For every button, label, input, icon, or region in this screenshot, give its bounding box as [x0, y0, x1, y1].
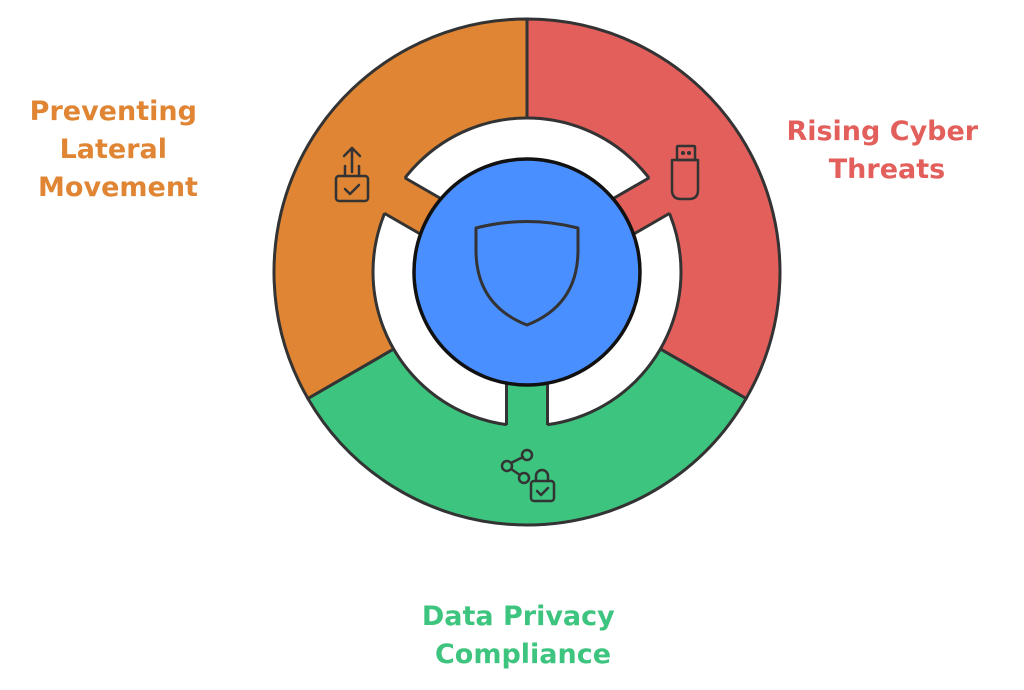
center-circle [412, 157, 642, 387]
usb-drive-icon [670, 144, 700, 201]
upload-lock-icon [334, 146, 370, 203]
shield-icon [474, 220, 580, 327]
label-rising-cyber-threats: Rising Cyber Threats [786, 116, 987, 185]
label-preventing-lateral-movement: Preventing Lateral Movement [30, 96, 207, 203]
label-data-privacy-compliance: Data Privacy Compliance [422, 601, 624, 670]
share-lock-icon [500, 448, 556, 503]
